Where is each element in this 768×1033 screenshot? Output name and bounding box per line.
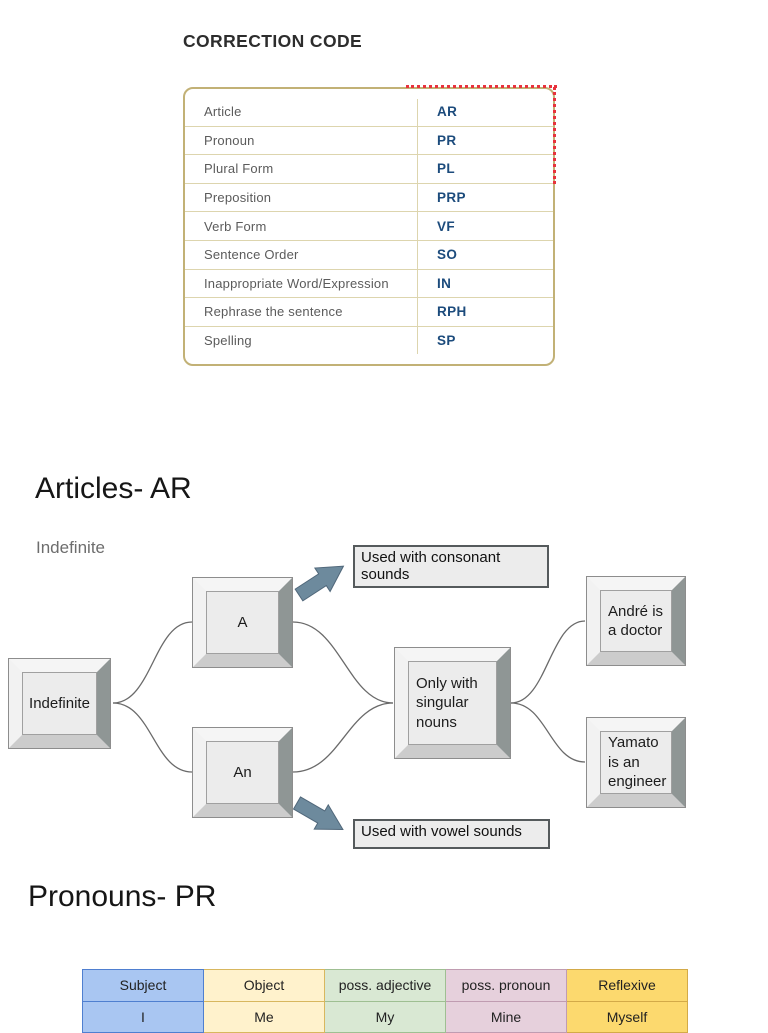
pronoun-cell: I bbox=[82, 1000, 204, 1033]
node-yamato-label: Yamato is an engineer bbox=[600, 731, 672, 794]
correction-code-row: Sentence Order SO bbox=[185, 239, 553, 269]
correction-code-row: Preposition PRP bbox=[185, 182, 553, 212]
correction-code-row: Pronoun PR bbox=[185, 125, 553, 155]
node-only-singular-nouns: Only with singular nouns bbox=[394, 647, 511, 759]
correction-label: Spelling bbox=[204, 333, 252, 349]
pronoun-cell: Reflexive bbox=[566, 969, 688, 1002]
correction-label: Verb Form bbox=[204, 218, 267, 234]
pronoun-cell: Me bbox=[203, 1000, 325, 1033]
correction-code-title: CORRECTION CODE bbox=[183, 31, 363, 51]
pronoun-cell: Subject bbox=[82, 969, 204, 1002]
pronoun-cell: poss. pronoun bbox=[445, 969, 567, 1002]
pronoun-cell: Mine bbox=[445, 1000, 567, 1033]
articles-heading: Articles- AR bbox=[35, 472, 192, 505]
table-column-divider bbox=[417, 99, 418, 354]
node-a: A bbox=[192, 577, 293, 668]
vowel-arrow bbox=[292, 796, 344, 831]
correction-code: PR bbox=[437, 132, 457, 148]
node-an-label: An bbox=[206, 741, 279, 804]
pronouns-heading: Pronouns- PR bbox=[28, 880, 217, 913]
correction-label: Pronoun bbox=[204, 132, 255, 148]
correction-code: IN bbox=[437, 275, 452, 291]
correction-code: SP bbox=[437, 333, 456, 349]
correction-code: PRP bbox=[437, 190, 466, 206]
correction-code-row: Rephrase the sentence RPH bbox=[185, 297, 553, 326]
node-andre-example: André is a doctor bbox=[586, 576, 686, 666]
correction-label: Sentence Order bbox=[204, 247, 299, 263]
correction-code: AR bbox=[437, 103, 458, 119]
node-indefinite: Indefinite bbox=[8, 658, 111, 749]
node-indefinite-label: Indefinite bbox=[22, 672, 97, 735]
correction-label: Rephrase the sentence bbox=[204, 304, 343, 320]
correction-label: Preposition bbox=[204, 190, 272, 206]
red-dotted-line-vertical bbox=[553, 87, 556, 184]
correction-code-row: Article AR bbox=[185, 97, 553, 126]
correction-code: RPH bbox=[437, 304, 467, 320]
correction-code-row: Plural Form PL bbox=[185, 154, 553, 183]
correction-label: Plural Form bbox=[204, 161, 274, 177]
consonant-arrow bbox=[294, 565, 345, 602]
correction-label: Inappropriate Word/Expression bbox=[204, 275, 389, 291]
consonant-note: Used with consonant sounds bbox=[353, 545, 549, 588]
correction-code-table: Article AR Pronoun PR Plural Form PL Prepositi… bbox=[183, 87, 555, 366]
vowel-note: Used with vowel sounds bbox=[353, 819, 550, 849]
connector-curves bbox=[112, 620, 586, 773]
correction-code: SO bbox=[437, 247, 458, 263]
pronoun-cell: My bbox=[324, 1000, 446, 1033]
node-yamato-example: Yamato is an engineer bbox=[586, 717, 686, 808]
pronoun-cell: Myself bbox=[566, 1000, 688, 1033]
indefinite-subheading: Indefinite bbox=[36, 538, 105, 557]
correction-code-row: Inappropriate Word/Expression IN bbox=[185, 268, 553, 298]
correction-label: Article bbox=[204, 103, 242, 119]
node-andre-label: André is a doctor bbox=[600, 590, 672, 652]
node-an: An bbox=[192, 727, 293, 818]
node-only-label: Only with singular nouns bbox=[408, 661, 497, 745]
correction-code: VF bbox=[437, 218, 456, 234]
correction-code-row: Spelling SP bbox=[185, 325, 553, 355]
pronoun-cell: Object bbox=[203, 969, 325, 1002]
red-dotted-line-horizontal bbox=[406, 85, 557, 88]
correction-code: PL bbox=[437, 161, 456, 177]
diagram-connectors bbox=[112, 565, 586, 831]
correction-code-row: Verb Form VF bbox=[185, 211, 553, 240]
node-a-label: A bbox=[206, 591, 279, 654]
pronoun-cell: poss. adjective bbox=[324, 969, 446, 1002]
